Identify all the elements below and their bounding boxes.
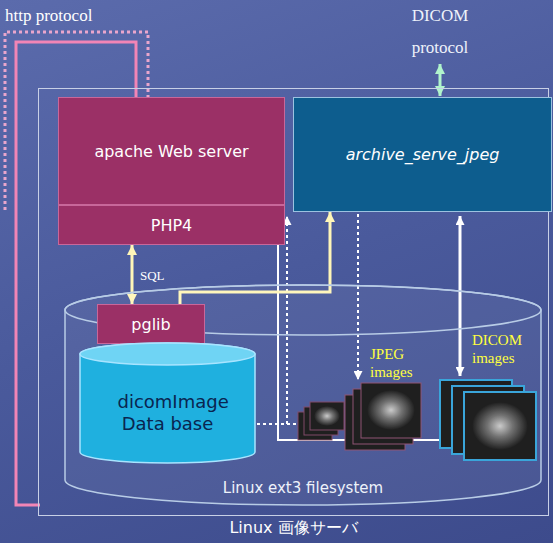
- node-label: apache Web server: [59, 142, 284, 161]
- label-anchor: http protocol: [5, 6, 92, 26]
- server-frame: apache Web serverPHP4 archive_serve_jpegp…: [38, 88, 549, 516]
- label-anchor: DICOM protocol: [400, 0, 480, 64]
- label-anchor: SQL: [140, 268, 165, 283]
- node-label: archive_serve_jpeg: [294, 145, 551, 164]
- web-server-box: apache Web server: [58, 97, 285, 205]
- protocol-label: DICOM protocol: [400, 0, 480, 64]
- cylinder-body: [80, 343, 255, 463]
- node-label: PHP4: [59, 216, 284, 235]
- cylinder-top: [80, 343, 255, 365]
- protocol-label: http protocol: [5, 6, 92, 26]
- storage-label: JPEG images: [370, 345, 420, 381]
- node-label: dicomImage Data base: [118, 391, 218, 434]
- dicom-protocol-arrow: [439, 64, 442, 96]
- library-box: pglib: [97, 304, 205, 344]
- label-anchor: JPEG images: [370, 345, 420, 381]
- php-box: PHP4: [58, 205, 285, 245]
- node-label: Linux ext3 filesystem: [65, 479, 541, 497]
- node-label: Linux 画像サーバ: [39, 518, 548, 537]
- storage-label: DICOM images: [472, 331, 532, 367]
- label-anchor: DICOM images: [472, 331, 532, 367]
- filesystem-cylinder: pglib dicomImage Data baseLinux ext3 file…: [65, 285, 541, 505]
- database-cylinder: dicomImage Data base: [80, 343, 255, 463]
- cylinder-body: [65, 285, 541, 505]
- archive-process-box: archive_serve_jpeg: [293, 97, 552, 212]
- connector-label: SQL: [140, 268, 165, 283]
- node-label: pglib: [98, 315, 204, 334]
